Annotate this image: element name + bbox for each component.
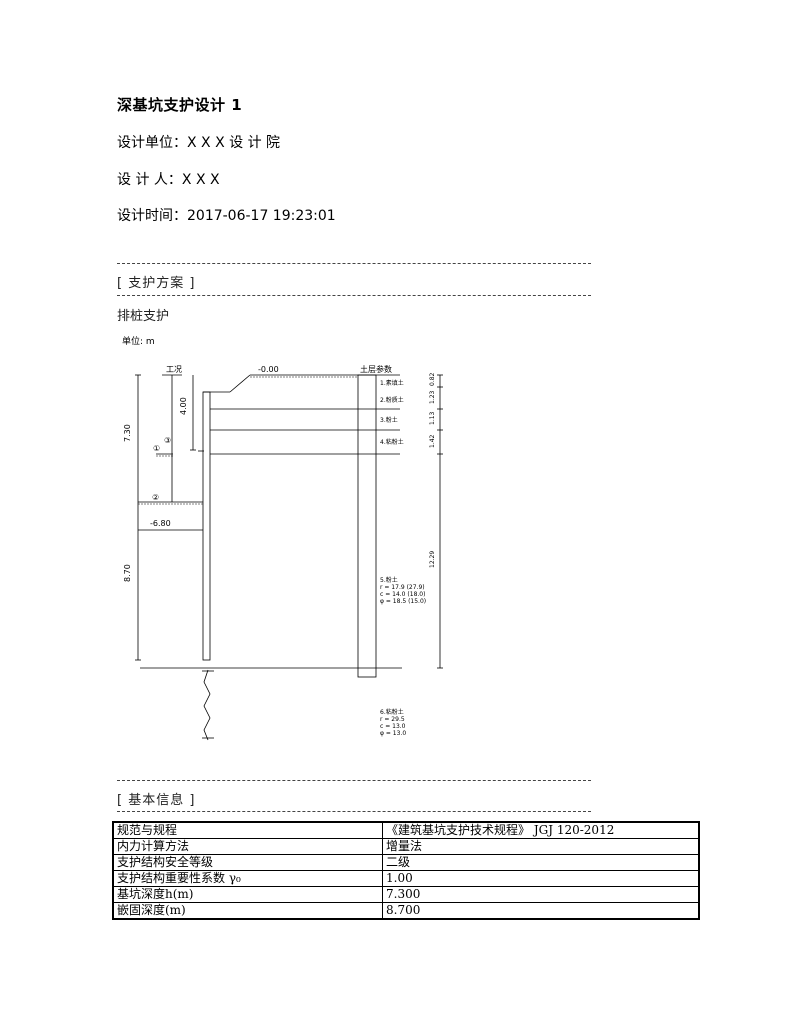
svg-text:1.42: 1.42 bbox=[429, 434, 436, 448]
svg-text:c = 13.0: c = 13.0 bbox=[380, 723, 406, 730]
designer-label: 设 计 人： bbox=[117, 172, 182, 188]
svg-text:③: ③ bbox=[164, 436, 171, 445]
divider bbox=[117, 780, 591, 781]
svg-text:φ = 13.0: φ = 13.0 bbox=[380, 730, 406, 737]
design-unit-value: X X X 设 计 院 bbox=[187, 135, 281, 151]
divider bbox=[117, 263, 591, 264]
unit-label: 单位: m bbox=[122, 335, 155, 347]
support-scheme-value: 排桩支护 bbox=[117, 309, 170, 324]
design-unit-label: 设计单位： bbox=[117, 135, 187, 151]
svg-text:φ = 18.5 (15.0): φ = 18.5 (15.0) bbox=[380, 598, 426, 605]
page-title: 深基坑支护设计 1 bbox=[117, 96, 243, 114]
svg-text:r = 17.9 (27.9): r = 17.9 (27.9) bbox=[380, 584, 425, 591]
info-value: 1.00 bbox=[382, 870, 700, 887]
soil-params-header: 土层参数 bbox=[360, 364, 392, 374]
info-value: 《建筑基坑支护技术规程》 JGJ 120-2012 bbox=[382, 821, 700, 839]
svg-text:8.70: 8.70 bbox=[123, 564, 132, 582]
table-row: 支护结构安全等级 二级 bbox=[112, 854, 700, 871]
svg-text:12.29: 12.29 bbox=[429, 551, 436, 568]
svg-text:c = 14.0 (18.0): c = 14.0 (18.0) bbox=[380, 591, 425, 598]
water-level-label: -6.80 bbox=[150, 519, 171, 528]
designer: 设 计 人：X X X bbox=[117, 169, 220, 189]
svg-text:4.粘粉土: 4.粘粉土 bbox=[380, 438, 404, 446]
info-value: 二级 bbox=[382, 854, 700, 871]
info-key: 支护结构重要性系数 γ₀ bbox=[112, 870, 383, 887]
table-row: 规范与规程 《建筑基坑支护技术规程》 JGJ 120-2012 bbox=[112, 821, 700, 839]
section-heading-support-scheme: [ 支护方案 ] bbox=[117, 276, 196, 291]
svg-text:1.23: 1.23 bbox=[429, 390, 436, 404]
info-value: 8.700 bbox=[382, 902, 700, 920]
pile-support-diagram: 单位: m 工况 -0.00 -6.80 土层参数 ① ③ ② 7.30 8.7… bbox=[120, 330, 450, 750]
design-time: 设计时间：2017-06-17 19:23:01 bbox=[117, 205, 336, 225]
designer-value: X X X bbox=[181, 172, 220, 188]
divider bbox=[117, 295, 591, 296]
basic-info-table: 规范与规程 《建筑基坑支护技术规程》 JGJ 120-2012 内力计算方法 增… bbox=[112, 821, 700, 920]
divider bbox=[117, 811, 591, 812]
svg-text:2.粉质土: 2.粉质土 bbox=[380, 396, 404, 404]
design-time-label: 设计时间： bbox=[117, 208, 187, 224]
info-key: 嵌固深度(m) bbox=[112, 902, 383, 920]
svg-text:5.粉土: 5.粉土 bbox=[380, 576, 398, 584]
info-value: 增量法 bbox=[382, 838, 700, 855]
svg-text:3.粉土: 3.粉土 bbox=[380, 416, 398, 424]
svg-text:①: ① bbox=[153, 444, 160, 453]
ground-level-label: -0.00 bbox=[258, 365, 279, 374]
table-row: 基坑深度h(m) 7.300 bbox=[112, 886, 700, 903]
design-unit: 设计单位：X X X 设 计 院 bbox=[117, 132, 280, 152]
info-key: 基坑深度h(m) bbox=[112, 886, 383, 903]
section-heading-basic-info: [ 基本信息 ] bbox=[117, 793, 196, 808]
table-row: 支护结构重要性系数 γ₀ 1.00 bbox=[112, 870, 700, 887]
info-key: 内力计算方法 bbox=[112, 838, 383, 855]
design-time-value: 2017-06-17 19:23:01 bbox=[187, 208, 336, 224]
info-key: 规范与规程 bbox=[112, 821, 383, 839]
info-value: 7.300 bbox=[382, 886, 700, 903]
info-key: 支护结构安全等级 bbox=[112, 854, 383, 871]
svg-text:r = 29.5: r = 29.5 bbox=[380, 716, 405, 723]
svg-text:②: ② bbox=[152, 493, 159, 502]
working-condition-label: 工况 bbox=[166, 365, 182, 374]
svg-text:0.82: 0.82 bbox=[429, 372, 436, 386]
table-row: 嵌固深度(m) 8.700 bbox=[112, 902, 700, 920]
svg-text:7.30: 7.30 bbox=[123, 424, 132, 442]
svg-text:1.13: 1.13 bbox=[429, 411, 436, 425]
svg-text:6.粘粉土: 6.粘粉土 bbox=[380, 708, 404, 716]
svg-text:1.素填土: 1.素填土 bbox=[380, 379, 404, 387]
table-row: 内力计算方法 增量法 bbox=[112, 838, 700, 855]
svg-text:4.00: 4.00 bbox=[179, 397, 188, 415]
